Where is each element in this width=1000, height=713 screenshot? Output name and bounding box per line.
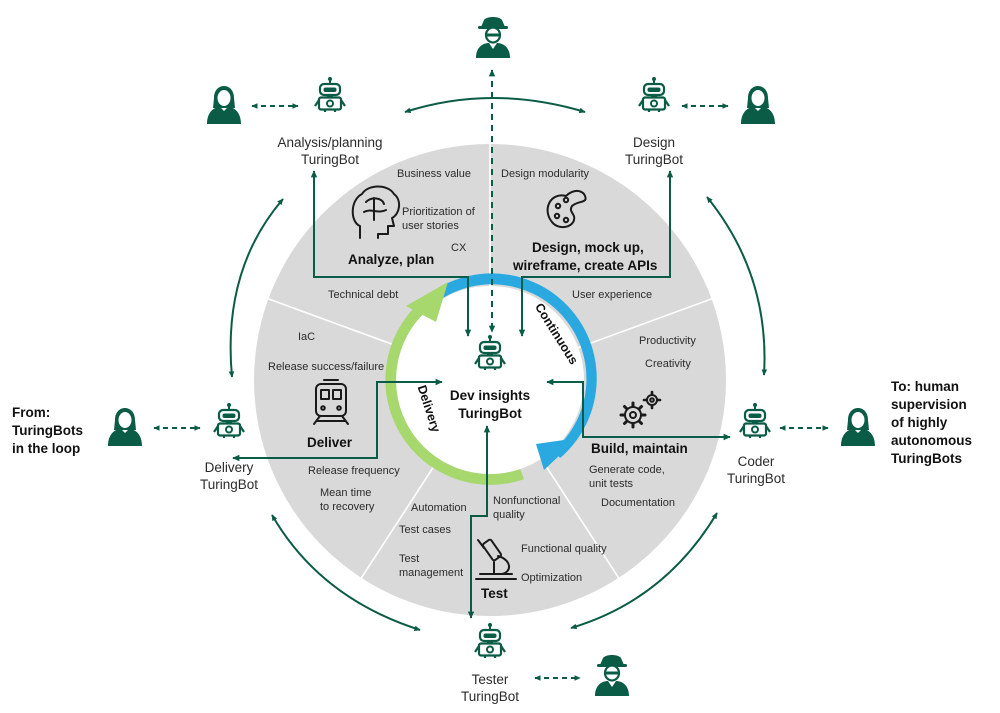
center-title-line1: Dev insights [450, 388, 530, 403]
tester-bot-label-line2: TuringBot [461, 689, 519, 704]
to-label-line3: of highly [891, 415, 948, 430]
deliver-item-iac: IaC [298, 331, 315, 343]
connector-arrows [153, 69, 829, 681]
build-title: Build, maintain [591, 441, 688, 456]
analysis-bot-label-line1: Analysis/planning [277, 135, 382, 150]
from-label-line2: TuringBots [12, 423, 83, 438]
deliver-item-mttr-2: to recovery [320, 501, 375, 513]
arrow-coder-center [546, 378, 731, 441]
deliver-item-mttr-1: Mean time [320, 487, 371, 499]
build-item-generate-code-2: unit tests [589, 478, 634, 490]
arrow-delivery-center [232, 378, 443, 462]
coder-human-icon [841, 408, 875, 446]
delivery-human-icon [108, 408, 142, 446]
arc-design-coder [706, 196, 768, 376]
supervisor-agent-icon [474, 15, 512, 60]
from-label-line3: in the loop [12, 441, 80, 456]
test-item-optimization: Optimization [521, 572, 582, 584]
analyze-item-prioritization-2: user stories [402, 220, 459, 232]
coder-bot-label-line1: Coder [738, 454, 775, 469]
arrow-design-center [518, 170, 674, 337]
to-label-line5: TuringBots [891, 451, 962, 466]
analyze-item-prioritization-1: Prioritization of [402, 206, 476, 218]
test-item-test-management-1: Test [399, 553, 419, 565]
deliver-title: Deliver [307, 435, 353, 450]
design-title-line1: Design, mock up, [532, 240, 644, 255]
delivery-bot-label-line1: Delivery [205, 460, 254, 475]
test-item-nonfunctional-1: Nonfunctional [493, 495, 560, 507]
build-item-generate-code-1: Generate code, [589, 464, 665, 476]
tester-agent-icon [593, 653, 631, 698]
coder-robot-icon [738, 401, 772, 440]
from-label-line1: From: [12, 405, 50, 420]
arc-analysis-design [404, 97, 586, 114]
arc-tester-delivery [271, 514, 421, 631]
test-title: Test [481, 586, 508, 601]
tester-robot-icon [473, 621, 507, 660]
delivery-robot-icon [212, 401, 246, 440]
analyze-item-business-value: Business value [397, 168, 471, 180]
deliver-item-release-frequency: Release frequency [308, 465, 400, 477]
analysis-robot-icon [313, 75, 347, 114]
design-item-user-experience: User experience [572, 289, 652, 301]
test-item-automation: Automation [411, 502, 467, 514]
analysis-human-icon [207, 86, 241, 124]
design-item-modularity: Design modularity [501, 168, 590, 180]
coder-bot-label-line2: TuringBot [727, 471, 785, 486]
test-item-functional-quality: Functional quality [521, 543, 607, 555]
delivery-bot-label-line2: TuringBot [200, 477, 258, 492]
center-title-line2: TuringBot [458, 406, 522, 421]
tester-bot-label-line1: Tester [472, 672, 509, 687]
design-human-icon [741, 86, 775, 124]
design-bot-label-line2: TuringBot [625, 152, 683, 167]
build-item-documentation: Documentation [601, 497, 675, 509]
build-item-creativity: Creativity [645, 358, 691, 370]
arrow-analysis-center [310, 170, 472, 337]
build-item-productivity: Productivity [639, 335, 696, 347]
design-title-line2: wireframe, create APIs [512, 258, 657, 273]
test-item-nonfunctional-2: quality [493, 509, 525, 521]
design-bot-label-line1: Design [633, 135, 675, 150]
continuous-ring-arrowhead [536, 438, 578, 470]
deliver-item-technical-debt: Technical debt [328, 289, 398, 301]
to-label-line1: To: human [891, 379, 959, 394]
design-robot-icon [637, 75, 671, 114]
arc-delivery-analysis [228, 198, 284, 378]
to-label-line4: autonomous [891, 433, 972, 448]
test-item-test-cases: Test cases [399, 524, 451, 536]
analyze-title: Analyze, plan [348, 252, 434, 267]
analysis-bot-label-line2: TuringBot [301, 152, 359, 167]
arrow-tester-center [467, 425, 491, 619]
test-item-test-management-2: management [399, 567, 463, 579]
analyze-item-cx: CX [451, 242, 467, 254]
deliver-item-release-success: Release success/failure [268, 361, 384, 373]
to-label-line2: supervision [891, 397, 967, 412]
arc-coder-tester [570, 512, 718, 630]
